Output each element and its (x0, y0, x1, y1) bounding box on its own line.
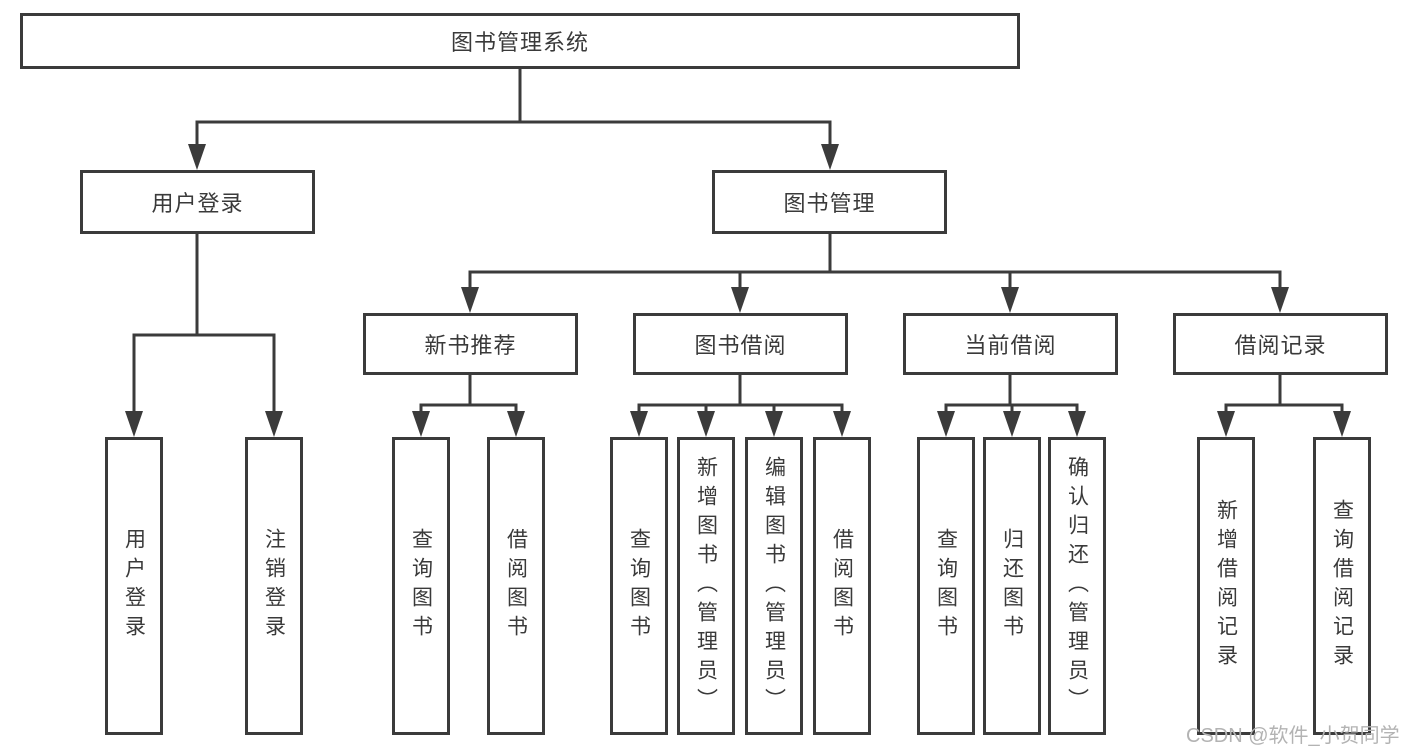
leaf-borrowing-borrow-books: 借阅图书 (813, 437, 871, 735)
node-label: 借阅图书 (830, 528, 854, 644)
node-label: 查询图书 (409, 528, 433, 644)
node-user-login: 用户登录 (80, 170, 315, 234)
node-label: 用户登录 (151, 191, 244, 216)
leaf-return-books: 归还图书 (983, 437, 1041, 735)
node-label: 确认归还（管理员） (1065, 455, 1089, 717)
leaf-user-login: 用户登录 (105, 437, 163, 735)
leaf-add-borrow-record: 新增借阅记录 (1197, 437, 1255, 735)
node-label: 当前借阅 (964, 333, 1057, 358)
node-label: 新增图书（管理员） (694, 455, 718, 717)
leaf-recommend-borrow-books: 借阅图书 (487, 437, 545, 735)
leaf-edit-books-admin: 编辑图书（管理员） (745, 437, 803, 735)
csdn-watermark: CSDN @软件_小贺同学 (1186, 725, 1400, 747)
node-label: 用户登录 (122, 528, 146, 644)
node-label: 查询借阅记录 (1330, 499, 1354, 673)
node-label: 编辑图书（管理员） (762, 455, 786, 717)
leaf-recommend-query-books: 查询图书 (392, 437, 450, 735)
node-borrowing-records: 借阅记录 (1173, 313, 1388, 375)
node-book-borrowing: 图书借阅 (633, 313, 848, 375)
node-label: 借阅记录 (1234, 333, 1327, 358)
leaf-logout: 注销登录 (245, 437, 303, 735)
leaf-current-query-books: 查询图书 (917, 437, 975, 735)
node-label: 归还图书 (1000, 528, 1024, 644)
node-label: 图书管理 (783, 191, 876, 216)
leaf-borrowing-query-books: 查询图书 (610, 437, 668, 735)
node-new-book-recommendation: 新书推荐 (363, 313, 578, 375)
node-label: 新书推荐 (424, 333, 517, 358)
node-current-borrowing: 当前借阅 (903, 313, 1118, 375)
leaf-query-borrow-record: 查询借阅记录 (1313, 437, 1371, 735)
node-label: 查询图书 (627, 528, 651, 644)
node-label: 注销登录 (262, 528, 286, 644)
node-label: 新增借阅记录 (1214, 499, 1238, 673)
node-label: 图书借阅 (694, 333, 787, 358)
node-label: 查询图书 (934, 528, 958, 644)
node-library-system: 图书管理系统 (20, 13, 1020, 69)
node-book-management: 图书管理 (712, 170, 947, 234)
leaf-add-books-admin: 新增图书（管理员） (677, 437, 735, 735)
node-label: 借阅图书 (504, 528, 528, 644)
leaf-confirm-return-admin: 确认归还（管理员） (1048, 437, 1106, 735)
node-label: 图书管理系统 (450, 30, 589, 55)
